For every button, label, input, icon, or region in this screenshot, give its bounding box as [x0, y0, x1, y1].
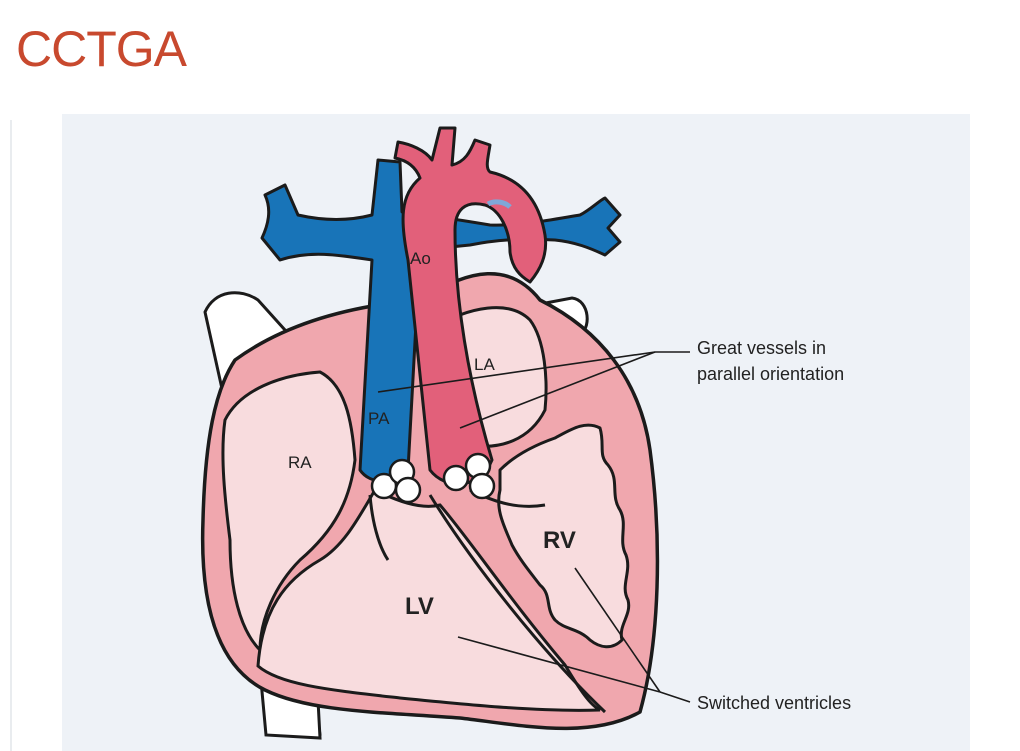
label-right-atrium: RA	[288, 453, 312, 472]
aortic-branch-highlight	[486, 199, 512, 209]
interventricular-septum	[428, 494, 607, 714]
ventricles-callout-lines	[457, 567, 691, 703]
left-divider	[10, 120, 12, 751]
great-vessels-callout-lines	[377, 351, 690, 429]
label-left-ventricle: LV	[405, 593, 434, 620]
right-ventricle-chamber	[497, 423, 631, 649]
right-atrium-chamber	[221, 370, 357, 654]
aorta-arch	[393, 126, 548, 486]
callout-switched-ventricles: Switched ventricles	[697, 693, 851, 713]
callout-great-vessels-line2: parallel orientation	[697, 364, 844, 384]
page-title: CCTGA	[16, 21, 187, 77]
label-left-atrium: LA	[474, 355, 495, 374]
valve-leaflet-left	[368, 494, 390, 561]
label-aorta: Ao	[410, 249, 431, 268]
callout-great-vessels-line1: Great vessels in	[697, 338, 826, 358]
pulmonary-valve-cusps	[370, 458, 422, 504]
label-right-ventricle: RV	[543, 527, 576, 554]
aortic-valve-cusps	[442, 452, 496, 500]
left-ventricle-chamber	[256, 488, 601, 712]
label-pulmonary-artery: PA	[368, 409, 390, 428]
